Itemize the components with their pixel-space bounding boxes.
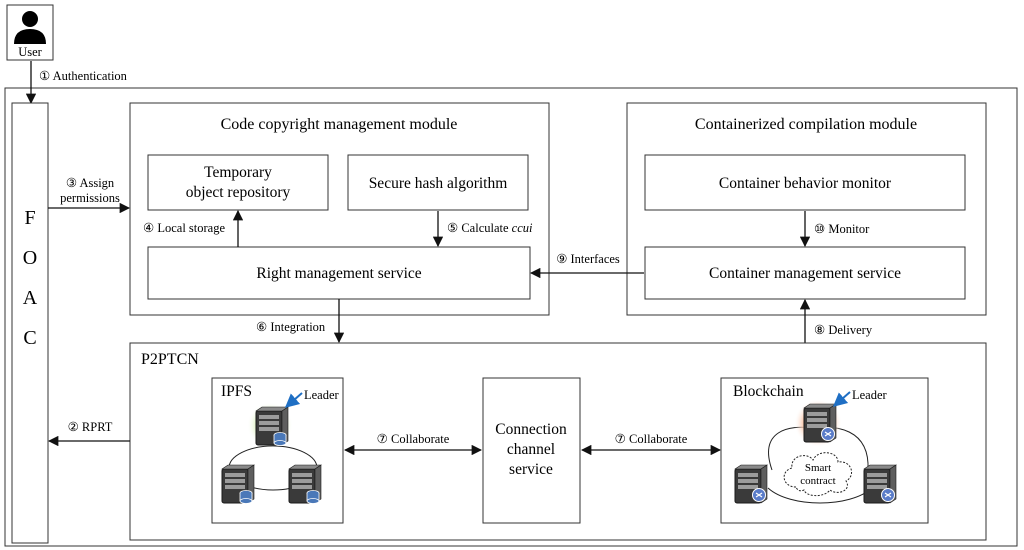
right-service-label: Right management service bbox=[256, 265, 421, 282]
smart-contract-line1: Smart bbox=[805, 462, 831, 474]
local-storage-label: ④ Local storage bbox=[143, 221, 225, 235]
container-management-service bbox=[644, 246, 966, 300]
server-icon bbox=[255, 406, 289, 446]
assign-label-line2: permissions bbox=[60, 191, 120, 205]
smart-contract-line2: contract bbox=[800, 475, 835, 487]
ipfs-leader-label: Leader bbox=[304, 388, 340, 402]
server-icon bbox=[803, 403, 837, 443]
foac-letter: O bbox=[23, 247, 37, 269]
monitor-edge-label: ⑩ Monitor bbox=[814, 222, 870, 236]
collaborate-right-label: ⑦ Collaborate bbox=[615, 432, 688, 446]
collaborate-left-label: ⑦ Collaborate bbox=[377, 432, 450, 446]
secure-hash-algorithm bbox=[347, 154, 529, 211]
server-icon bbox=[221, 464, 255, 504]
ipfs-label: IPFS bbox=[221, 383, 252, 400]
server-icon bbox=[734, 464, 768, 504]
temp-repo-line2: object repository bbox=[186, 184, 291, 201]
temporary-object-repository bbox=[147, 154, 329, 211]
channel-line1: Connection bbox=[495, 421, 567, 438]
foac-letter: A bbox=[23, 287, 38, 309]
temp-repo-line1: Temporary bbox=[204, 164, 272, 181]
p2ptcn-title: P2PTCN bbox=[141, 351, 199, 368]
system-boundary bbox=[4, 87, 1018, 547]
connection-channel-service bbox=[482, 377, 581, 524]
user-label: User bbox=[18, 45, 42, 59]
server-icon bbox=[863, 464, 897, 504]
container-module-title: Containerized compilation module bbox=[695, 116, 917, 133]
monitor-label: Container behavior monitor bbox=[719, 175, 892, 192]
foac-box bbox=[11, 102, 49, 544]
blockchain-label: Blockchain bbox=[733, 383, 804, 400]
hash-label: Secure hash algorithm bbox=[369, 175, 508, 192]
leader-arrow-icon bbox=[832, 391, 851, 407]
container-behavior-monitor bbox=[644, 154, 966, 211]
channel-line3: service bbox=[509, 461, 553, 478]
foac-letter: C bbox=[23, 327, 36, 349]
calculate-label: ⑤ Calculate ccui bbox=[447, 221, 533, 235]
authentication-label: ① Authentication bbox=[39, 69, 128, 83]
integration-label: ⑥ Integration bbox=[256, 320, 326, 334]
leader-arrow-icon bbox=[284, 392, 303, 408]
mgmt-label: Container management service bbox=[709, 265, 901, 282]
cloud-icon bbox=[783, 452, 853, 497]
interfaces-label: ⑨ Interfaces bbox=[556, 252, 620, 266]
foac-letter: F bbox=[24, 207, 35, 229]
copyright-module-title: Code copyright management module bbox=[221, 116, 458, 133]
delivery-label: ⑧ Delivery bbox=[814, 323, 873, 337]
rprt-label: ② RPRT bbox=[68, 420, 113, 434]
channel-line2: channel bbox=[507, 441, 555, 458]
user-silhouette-icon bbox=[14, 11, 46, 44]
right-management-service bbox=[147, 246, 531, 300]
assign-label-line1: ③ Assign bbox=[66, 176, 115, 190]
user-node: User bbox=[6, 4, 54, 61]
blockchain-leader-label: Leader bbox=[852, 388, 888, 402]
server-icon bbox=[288, 464, 322, 504]
